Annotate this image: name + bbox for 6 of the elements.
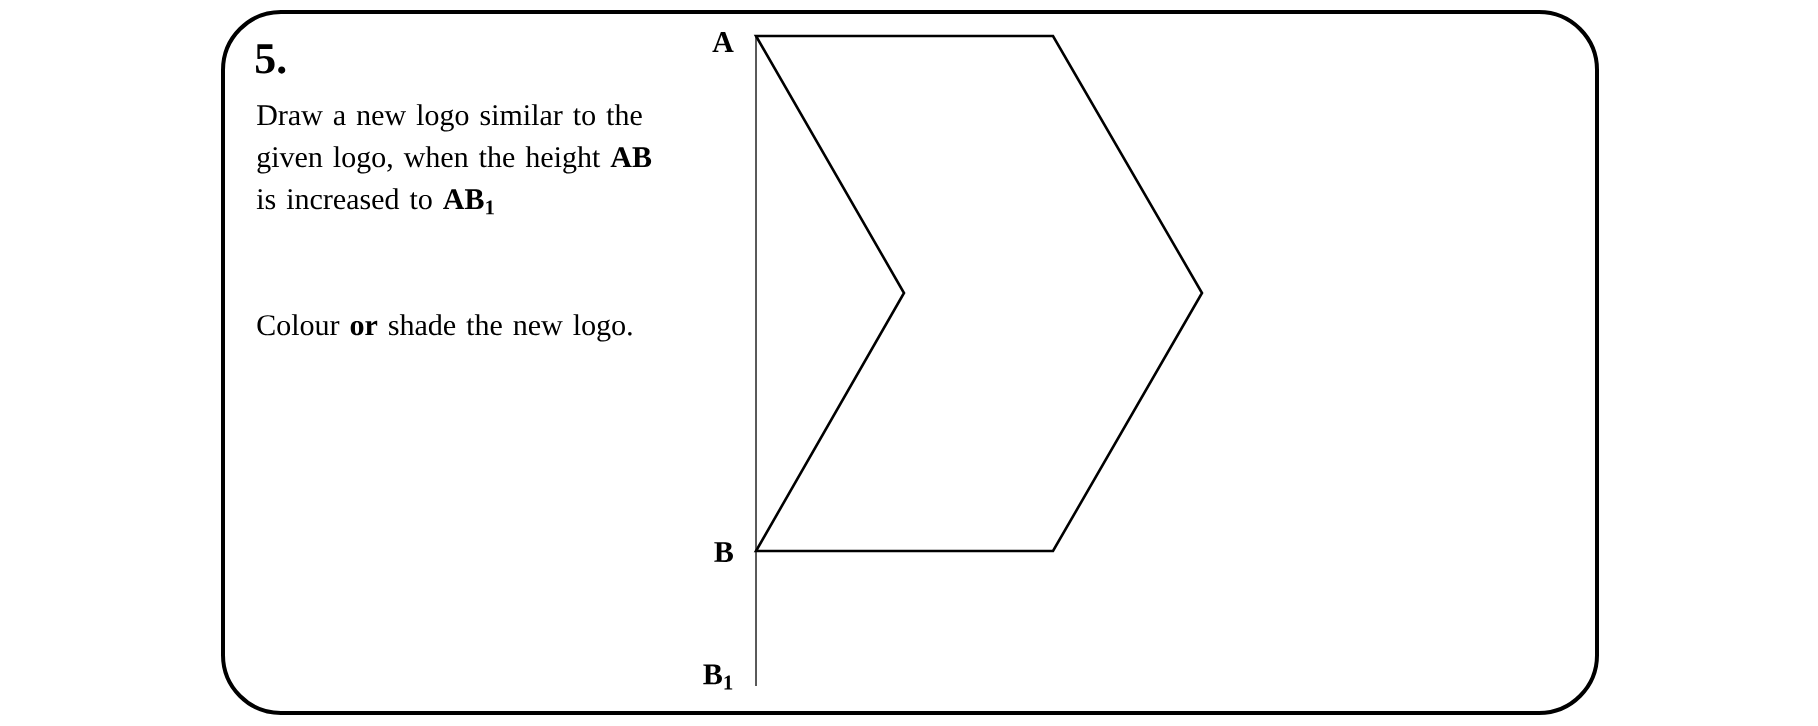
instruction-text: Colour or shade the new logo. [257, 314, 632, 342]
point-label: A [712, 32, 734, 52]
point-label: B$_{1}$ [703, 664, 733, 690]
instruction-text: Draw a new logo similar to the given logo, when the height AB is increased to AB$_{1}$ [256, 104, 652, 215]
point-label: B [714, 542, 733, 562]
question-number: 5. [255, 44, 286, 74]
